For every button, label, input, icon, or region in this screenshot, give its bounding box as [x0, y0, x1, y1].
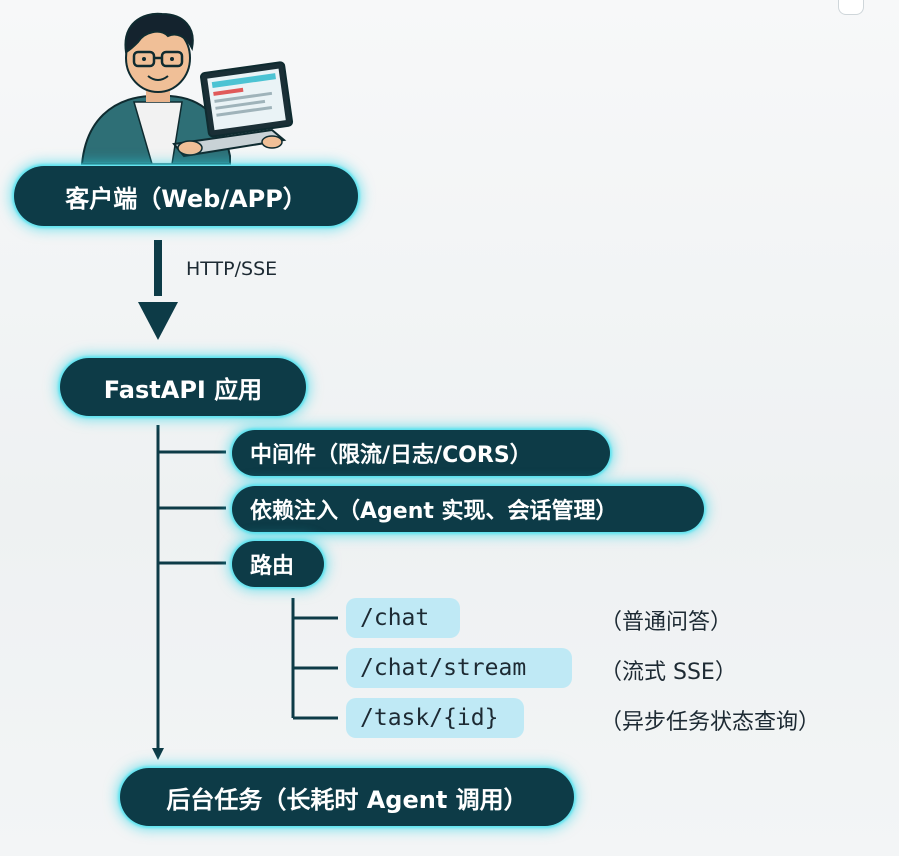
expand-icon[interactable]	[838, 0, 864, 15]
background-task-node: 后台任务（长耗时 Agent 调用）	[120, 768, 574, 826]
client-node: 客户端（Web/APP）	[14, 166, 358, 226]
route-chat-stream: /chat/stream	[346, 648, 572, 688]
router-node: 路由	[232, 541, 324, 587]
dependency-injection-node: 依赖注入（Agent 实现、会话管理）	[232, 486, 704, 532]
middleware-node: 中间件（限流/日志/CORS）	[232, 430, 610, 476]
developer-with-laptop-icon	[80, 12, 294, 165]
arrow-head	[138, 302, 178, 340]
trunk-arrow-head	[152, 748, 164, 760]
route-chat-desc: （普通问答）	[600, 610, 733, 635]
route-task: /task/{id}	[346, 698, 524, 738]
route-task-desc: （异步任务状态查询）	[600, 710, 821, 735]
protocol-label: HTTP/SSE	[186, 258, 278, 280]
route-stream-desc: （流式 SSE）	[600, 660, 737, 685]
app-node: FastAPI 应用	[60, 358, 306, 416]
route-chat: /chat	[346, 598, 460, 638]
